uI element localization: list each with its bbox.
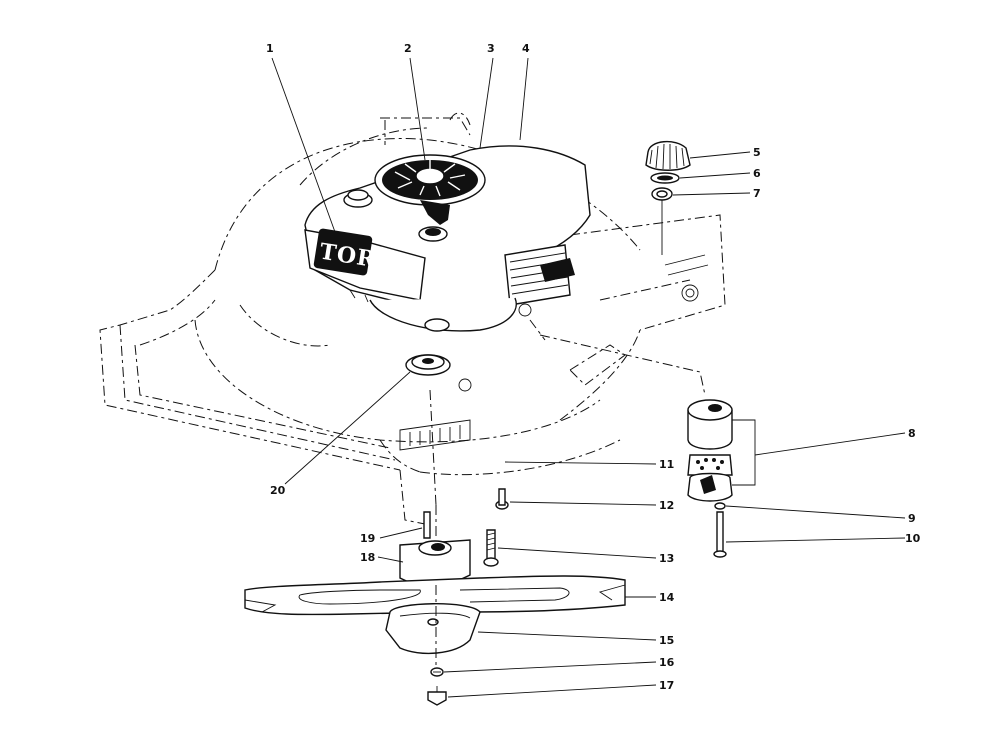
callout-9: 9 xyxy=(908,512,916,525)
callout-1: 1 xyxy=(266,42,274,55)
callout-5: 5 xyxy=(753,146,761,159)
callout-8: 8 xyxy=(908,427,916,440)
callout-14: 14 xyxy=(659,591,675,604)
callout-12: 12 xyxy=(659,499,674,512)
callout-13: 13 xyxy=(659,552,674,565)
callout-20: 20 xyxy=(270,484,286,497)
callout-4: 4 xyxy=(522,42,530,55)
callout-17: 17 xyxy=(659,679,674,692)
mower-deck xyxy=(99,112,726,526)
callout-3: 3 xyxy=(487,42,495,55)
callout-16: 16 xyxy=(659,656,675,669)
callout-18: 18 xyxy=(360,551,375,564)
callout-19: 19 xyxy=(360,532,375,545)
callout-7: 7 xyxy=(753,187,761,200)
toro-logo xyxy=(313,228,373,276)
spacer-washer xyxy=(405,354,451,376)
adjuster-assembly xyxy=(529,319,733,558)
callout-2: 2 xyxy=(404,42,412,55)
callout-15: 15 xyxy=(659,634,674,647)
callout-labels: 1 2 3 4 5 6 7 8 9 10 11 12 13 14 15 16 1… xyxy=(266,42,921,692)
wheel-hardware xyxy=(645,141,691,255)
callout-6: 6 xyxy=(753,167,761,180)
callout-11: 11 xyxy=(659,458,674,471)
blade-assembly xyxy=(244,389,626,706)
callout-leaders xyxy=(271,57,906,698)
callout-10: 10 xyxy=(905,532,921,545)
engine: TORO xyxy=(304,145,591,332)
